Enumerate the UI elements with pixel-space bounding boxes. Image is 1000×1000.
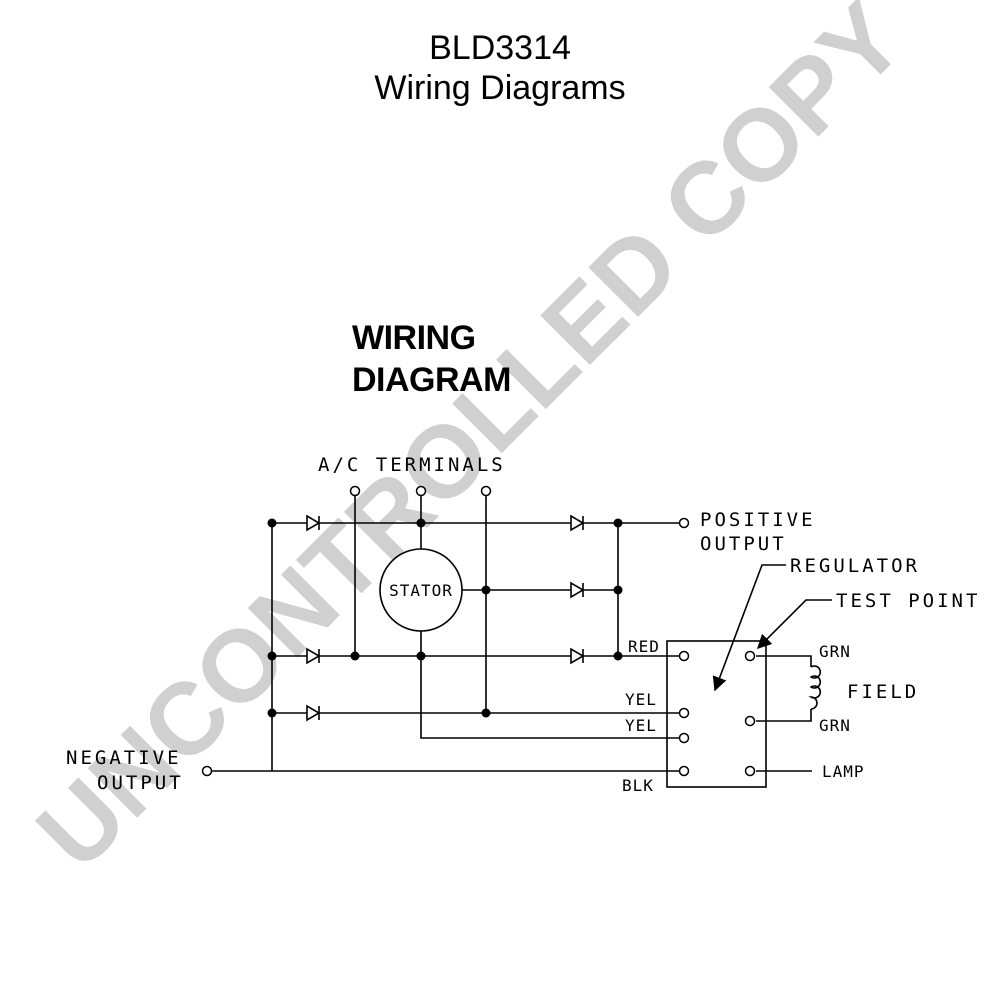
negative-output-terminal xyxy=(201,765,213,777)
junction-dot xyxy=(613,651,623,661)
junction-dot xyxy=(613,585,623,595)
junction-dot xyxy=(481,708,491,718)
regulator-box xyxy=(666,640,767,788)
junction-dot xyxy=(613,518,623,528)
positive-output-label-1: POSITIVE xyxy=(700,509,816,531)
field-label: FIELD xyxy=(847,681,919,703)
field-wire-bottom xyxy=(756,709,812,722)
diode-5 xyxy=(570,647,585,665)
junction-dot xyxy=(267,708,277,718)
regulator-terminal-red xyxy=(678,650,690,662)
regulator-terminal-grn-2 xyxy=(744,715,756,727)
ac-terminals-label: A/C TERMINALS xyxy=(318,454,506,476)
grn-wire-label-2: GRN xyxy=(819,716,851,735)
regulator-arrow xyxy=(712,564,786,692)
stator-label: STATOR xyxy=(389,581,453,600)
yel-wire-label-1: YEL xyxy=(625,690,657,709)
regulator-terminal-grn-1 xyxy=(744,650,756,662)
regulator-terminal-yel-2 xyxy=(678,732,690,744)
stator-circle xyxy=(379,548,463,632)
diode-3 xyxy=(570,581,585,599)
blk-wire-label: BLK xyxy=(622,776,654,795)
field-coil xyxy=(808,665,822,710)
negative-output-label-2: OUTPUT xyxy=(97,772,184,794)
lamp-label: LAMP xyxy=(822,762,865,781)
ac-terminal-2 xyxy=(415,485,427,497)
diode-2 xyxy=(570,514,585,532)
stator-yel-wire xyxy=(420,631,679,739)
test-point-arrow xyxy=(756,599,832,650)
model-title: BLD3314 xyxy=(429,29,571,67)
yel-wire-label-2: YEL xyxy=(625,716,657,735)
positive-output-label-2: OUTPUT xyxy=(700,533,787,555)
regulator-terminal-lamp xyxy=(744,765,756,777)
field-wire-top xyxy=(756,655,812,667)
diode-6 xyxy=(306,704,321,722)
regulator-terminal-blk xyxy=(678,765,690,777)
regulator-terminal-yel-1 xyxy=(678,707,690,719)
diode-1 xyxy=(306,514,321,532)
test-point-label: TEST POINT xyxy=(836,590,980,612)
negative-output-label-1: NEGATIVE xyxy=(66,747,182,769)
junction-dot xyxy=(416,518,426,528)
junction-dot xyxy=(481,585,491,595)
ac-terminal-1 xyxy=(349,485,361,497)
section-title-line1: WIRING xyxy=(352,319,476,357)
red-wire-label: RED xyxy=(628,637,660,656)
positive-output-terminal xyxy=(678,517,690,529)
junction-dot xyxy=(267,651,277,661)
junction-dot xyxy=(350,651,360,661)
section-title-line2: DIAGRAM xyxy=(352,361,511,399)
regulator-label: REGULATOR xyxy=(790,555,920,577)
grn-wire-label-1: GRN xyxy=(819,642,851,661)
page-title: Wiring Diagrams xyxy=(374,69,626,107)
junction-dot xyxy=(267,518,277,528)
junction-dot xyxy=(416,651,426,661)
ac-terminal-3 xyxy=(480,485,492,497)
diode-4 xyxy=(306,647,321,665)
